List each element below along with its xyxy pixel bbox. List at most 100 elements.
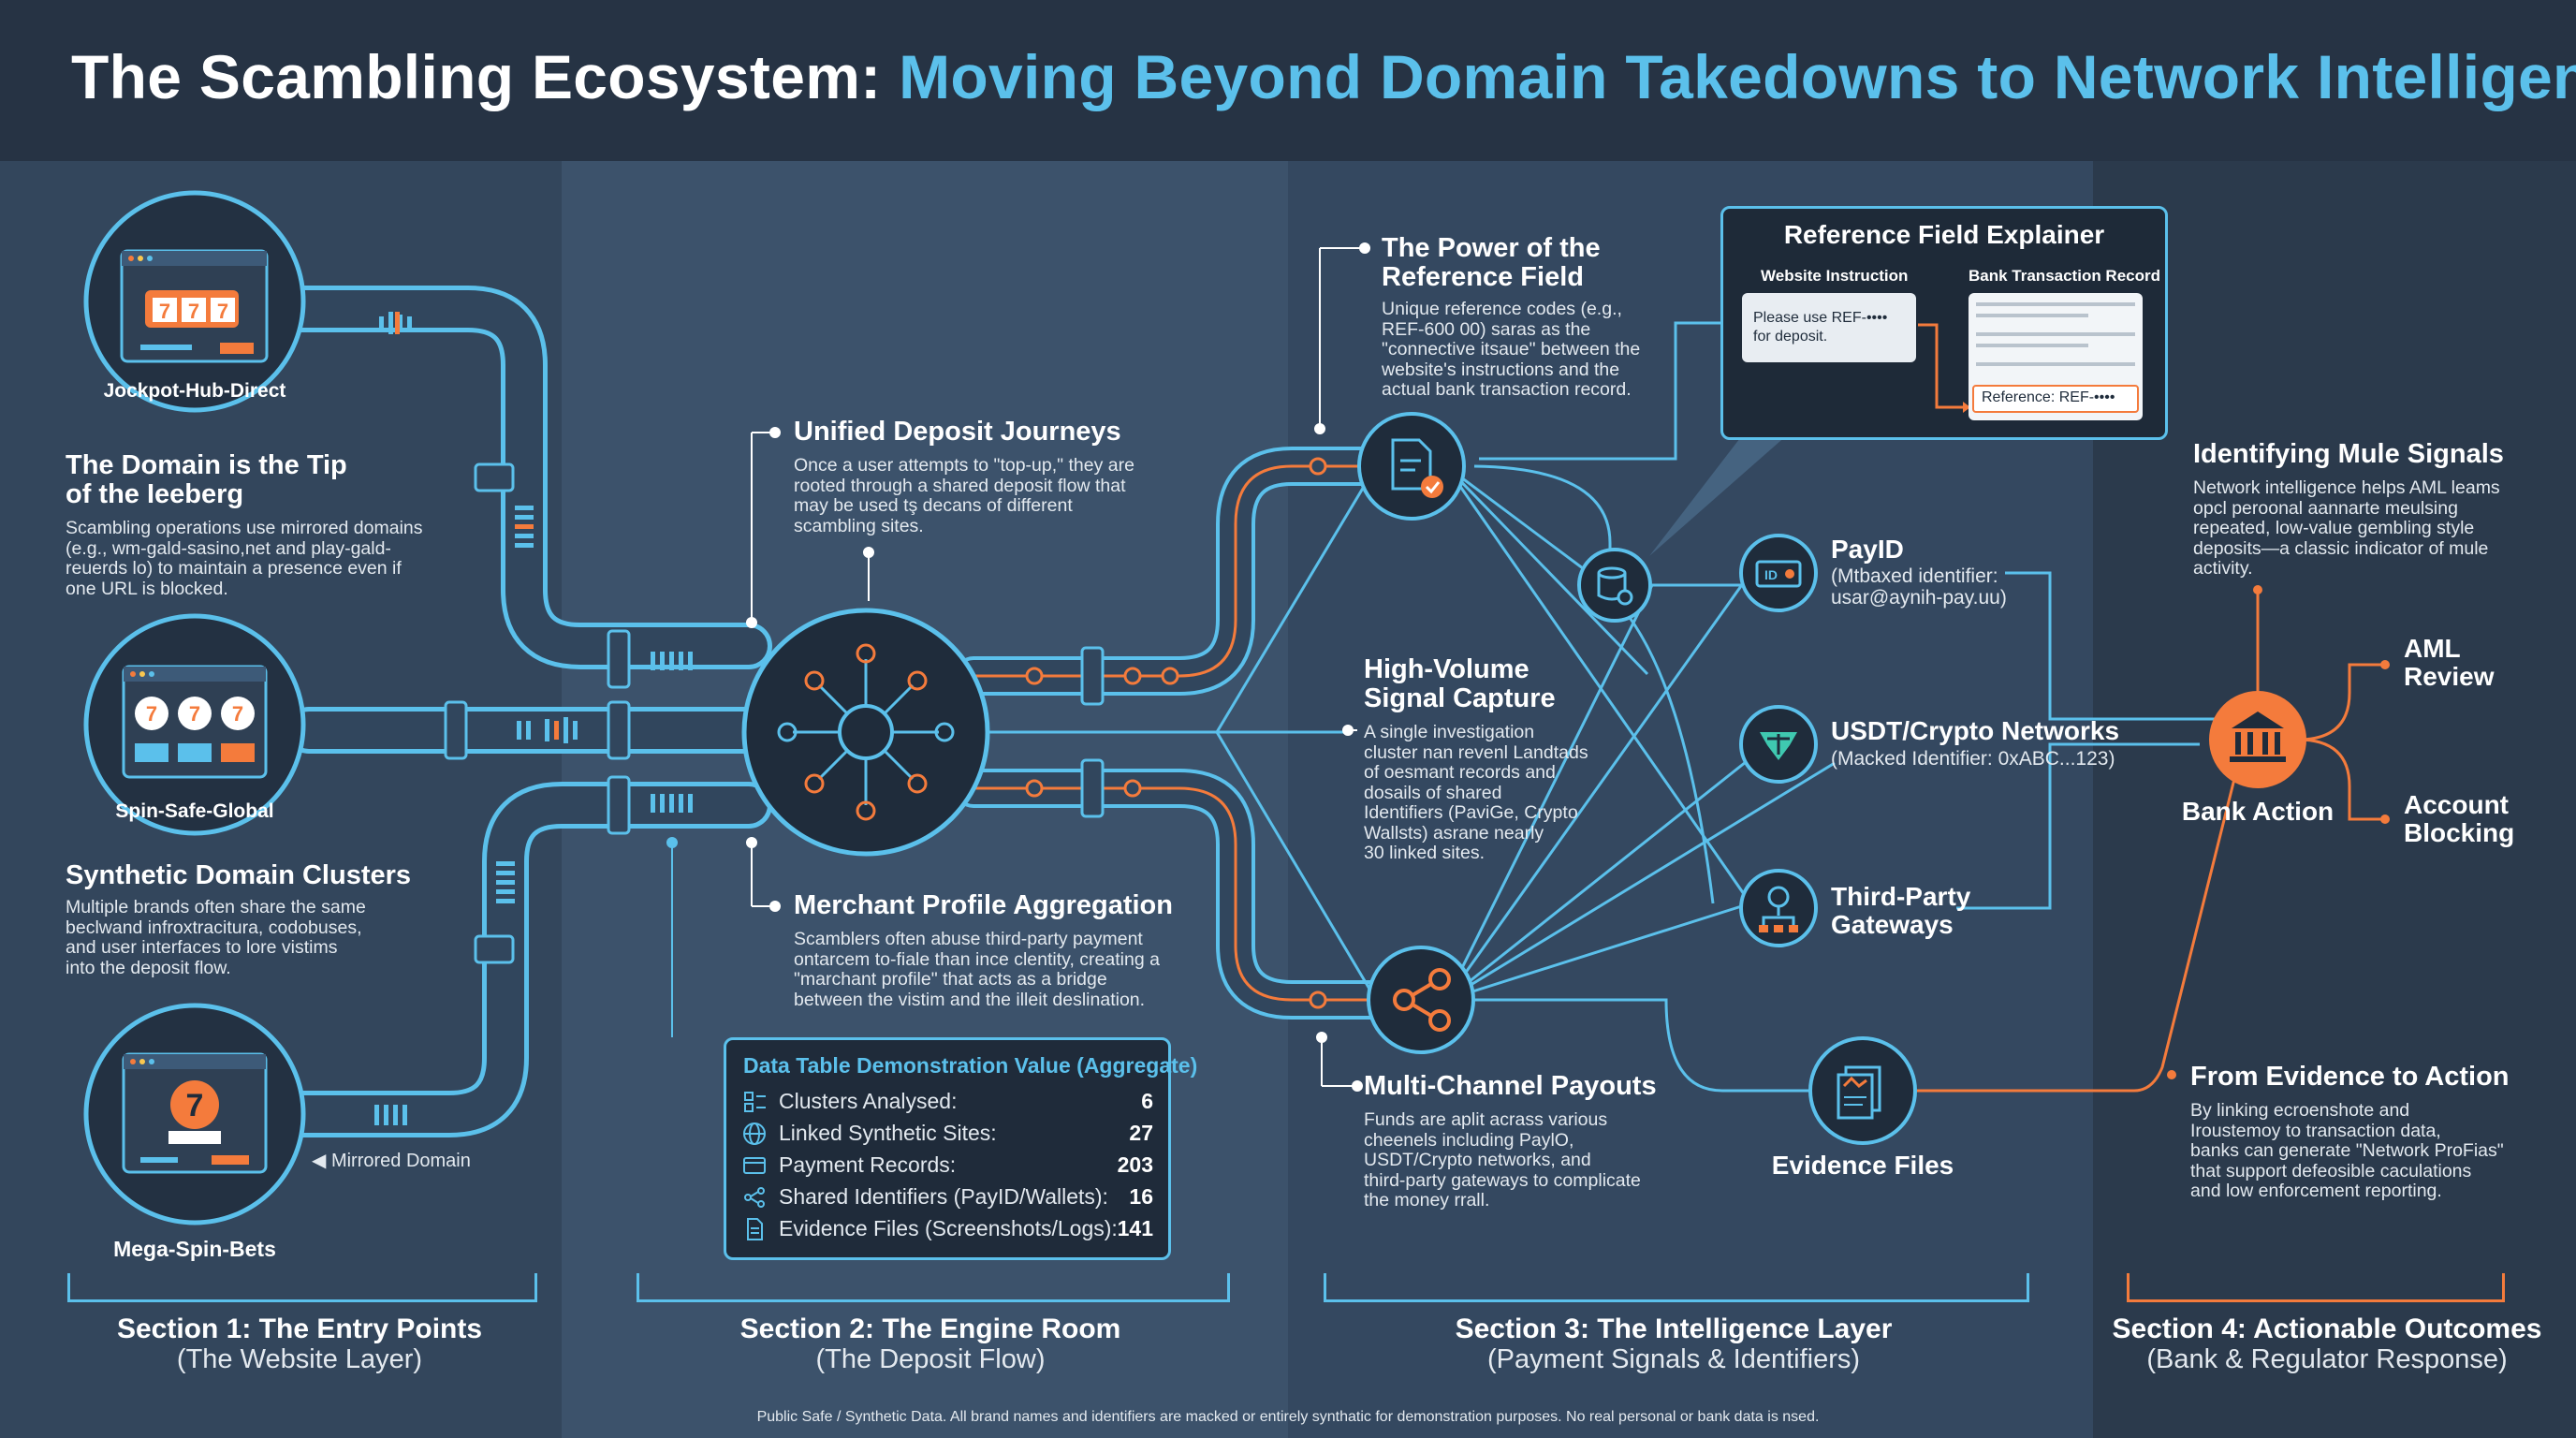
- usdt-sub: (Macked Identifier: 0xABC...123): [1831, 748, 2115, 770]
- action-links: [1917, 590, 2385, 1093]
- deposit-hub-node[interactable]: [741, 608, 990, 857]
- section-2-label: Section 2: The Engine Room (The Deposit …: [637, 1313, 1224, 1375]
- gateway-node[interactable]: [1739, 869, 1818, 947]
- bank-action-label: Bank Action: [2181, 797, 2334, 826]
- tip-head-1: The Domain is the Tip: [66, 450, 347, 480]
- mirrored-domain-label: ◀ Mirrored Domain: [312, 1151, 471, 1171]
- site-node-2[interactable]: 7 7 7: [83, 613, 306, 836]
- svg-text:7: 7: [188, 300, 199, 323]
- ref-panel-pointer: [1649, 434, 1788, 556]
- layers-icon: [744, 1092, 766, 1112]
- unified-body-2: rooted through a shared deposit flow tha…: [794, 475, 1126, 496]
- stat-row-clusters: Clusters Analysed: 6: [741, 1087, 1153, 1117]
- crypto-node[interactable]: [1739, 705, 1818, 784]
- reference-body-5: actual bank transaction record.: [1382, 379, 1632, 400]
- unified-body-1: Once a user attempts to "top-up," they a…: [794, 455, 1134, 476]
- section-3-label: Section 3: The Intelligence Layer (Payme…: [1324, 1313, 2024, 1375]
- stat-label-sites: Linked Synthetic Sites:: [779, 1121, 997, 1145]
- highvolume-body-2: cluster nan revenl Landtads: [1364, 741, 1588, 763]
- section-2-bracket: [637, 1273, 1230, 1302]
- payouts-body-5: the money rrall.: [1364, 1190, 1490, 1211]
- reference-document-node[interactable]: [1357, 412, 1466, 521]
- deposit-pipes: [954, 447, 1396, 1020]
- svg-text:7: 7: [189, 702, 200, 726]
- gateways-head-2: Gateways: [1831, 910, 1954, 939]
- evidence-files-node[interactable]: [1808, 1036, 1917, 1145]
- aml-review-1: AML: [2404, 634, 2461, 663]
- payouts-body-2: cheenels including PaylO,: [1364, 1129, 1574, 1151]
- payouts-body-4: third-party gateways to complicate: [1364, 1169, 1641, 1191]
- footer-disclaimer: Public Safe / Synthetic Data. All brand …: [756, 1409, 1820, 1425]
- stat-label-evidence: Evidence Files (Screenshots/Logs):: [779, 1216, 1118, 1240]
- site-node-1[interactable]: 7 7 7: [83, 190, 306, 413]
- aml-review-2: Review: [2404, 662, 2495, 691]
- stat-label-identifiers: Shared Identifiers (PayID/Wallets):: [779, 1184, 1108, 1209]
- account-blocking-1: Account: [2404, 790, 2509, 819]
- bank-action-node[interactable]: [2209, 691, 2306, 788]
- payid-head: PayID: [1831, 535, 1904, 564]
- stat-row-sites: Linked Synthetic Sites: 27: [741, 1119, 1153, 1149]
- website-instruction-label: Website Instruction: [1761, 267, 1909, 285]
- instruction-line-2: for deposit.: [1753, 329, 1828, 345]
- evidence-action-body-3: banks can generate "Network ProFias": [2190, 1140, 2504, 1161]
- entry-pipes: [271, 286, 772, 1137]
- highvolume-body-1: A single investigation: [1364, 722, 1535, 742]
- tip-head-2: of the Ieeberg: [66, 479, 244, 509]
- site-label-1: Jockpot-Hub-Direct: [103, 380, 286, 402]
- section-4-sub: (Bank & Regulator Response): [2146, 1344, 2508, 1374]
- tip-block: The Domain is the Tip of the Ieeberg Sca…: [66, 451, 423, 599]
- stat-value-identifiers: 16: [1129, 1184, 1153, 1209]
- site-label-2: Spin-Safe-Global: [115, 800, 274, 822]
- pipe-joints: [444, 462, 631, 964]
- gateways-head-1: Third-Party: [1831, 882, 1971, 911]
- stat-value-sites: 27: [1129, 1121, 1153, 1145]
- payout-share-node[interactable]: [1367, 946, 1475, 1054]
- evidence-action-head: From Evidence to Action: [2190, 1062, 2510, 1092]
- mule-body-2: opcl peroonal aannarte meulsing: [2193, 497, 2458, 519]
- section-2-title: Section 2: The Engine Room: [739, 1313, 1121, 1344]
- highvolume-body-3: of oesmant records and: [1364, 762, 1556, 783]
- merchant-body-2: ontarcem to-fiale than ince clentity, cr…: [794, 948, 1160, 970]
- callout-stems-3: [1314, 242, 1370, 1092]
- usdt-head: USDT/Crypto Networks: [1831, 716, 2120, 745]
- stat-value-clusters: 6: [1141, 1089, 1153, 1113]
- svg-text:7: 7: [146, 702, 157, 726]
- callout-stems-2: [666, 427, 874, 1037]
- section-2-sub: (The Deposit Flow): [815, 1344, 1046, 1374]
- unified-body-3: may be used tş decans of different: [794, 495, 1073, 516]
- stats-panel: Data Table Demonstration Value (Aggregat…: [724, 1037, 1197, 1260]
- evidence-action-block: From Evidence to Action By linking ecroe…: [2190, 1063, 2510, 1202]
- reference-body-2: REF-600 00) saras as the: [1382, 318, 1591, 340]
- payid-node[interactable]: ID: [1739, 534, 1818, 612]
- section-3-sub: (Payment Signals & Identifiers): [1486, 1344, 1861, 1374]
- payid-sub-2: usar@aynih-pay.uu): [1831, 587, 2007, 609]
- database-node[interactable]: [1577, 548, 1652, 623]
- highvolume-body-5: Identifiers (PaviGe, Crypto: [1364, 802, 1578, 823]
- payouts-head: Multi-Channel Payouts: [1364, 1071, 1657, 1101]
- evidence-action-body-4: that support defeosible caculations: [2190, 1160, 2472, 1181]
- section-4-bracket: [2127, 1273, 2505, 1302]
- reference-body-3: "connective itsaue" between the: [1382, 339, 1641, 360]
- unified-body-4: scambling sites.: [794, 515, 924, 536]
- section-4-label: Section 4: Actionable Outcomes (Bank & R…: [2093, 1314, 2561, 1375]
- payouts-block: Multi-Channel Payouts Funds are aplit ac…: [1364, 1072, 1657, 1211]
- account-blocking-2: Blocking: [2404, 818, 2515, 847]
- stat-value-payments: 203: [1117, 1152, 1153, 1177]
- stat-row-identifiers: Shared Identifiers (PayID/Wallets): 16: [741, 1182, 1153, 1212]
- section-1-bracket: [67, 1273, 537, 1302]
- highvolume-head-2: Signal Capture: [1364, 683, 1556, 713]
- section-3-title: Section 3: The Intelligence Layer: [1455, 1313, 1893, 1344]
- clusters-body-2: beclwand infroxtracitura, codobuses,: [66, 917, 362, 938]
- site-node-3[interactable]: 7: [83, 1003, 306, 1225]
- reference-body-1: Unique reference codes (e.g.,: [1382, 299, 1622, 319]
- svg-text:7: 7: [159, 300, 170, 323]
- reference-body-4: website's instructions and the: [1382, 359, 1620, 380]
- stat-row-payments: Payment Records: 203: [741, 1151, 1153, 1181]
- mule-body-1: Network intelligence helps AML leams: [2193, 477, 2500, 498]
- share-icon: [744, 1187, 765, 1208]
- bank-record-card: Reference: REF-••••: [1969, 293, 2143, 420]
- unified-head: Unified Deposit Journeys: [794, 417, 1121, 447]
- svg-text:7: 7: [217, 300, 228, 323]
- unified-block: Unified Deposit Journeys Once a user att…: [794, 418, 1134, 536]
